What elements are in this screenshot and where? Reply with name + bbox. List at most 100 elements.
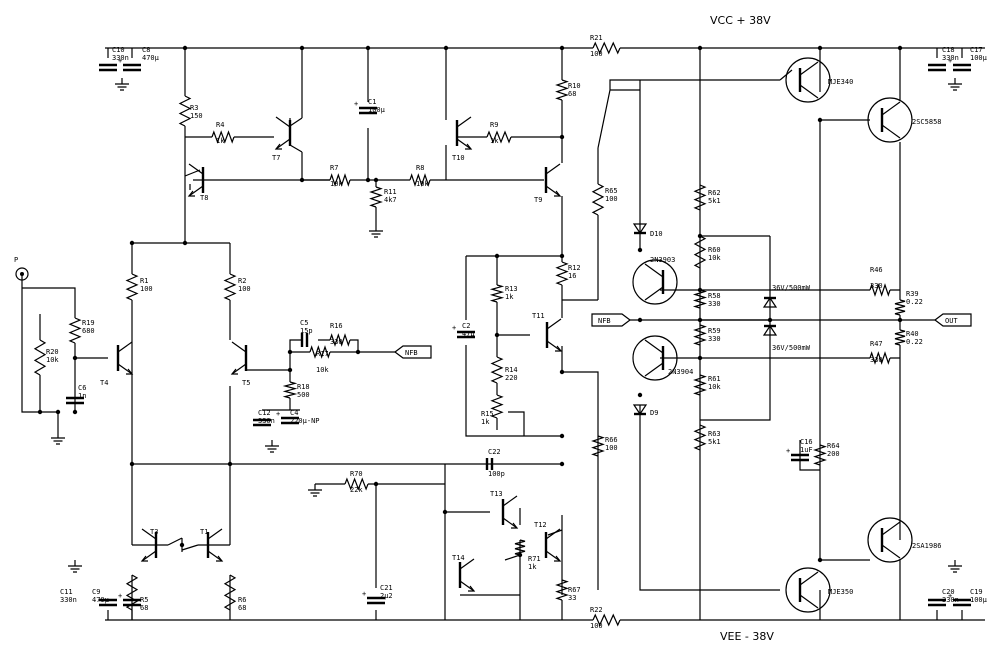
resistor-r59 [693,324,707,346]
resistor-r12-value: 16 [568,272,576,280]
resistor-r4 [211,130,235,144]
polarity-mark: + [948,592,952,600]
junction-dot [697,317,703,323]
junction-dot [355,349,361,355]
resistor-r8 [409,173,431,187]
junction-dot [637,392,643,398]
junction-dot [767,317,773,323]
resistor-r15-name: R15 [481,410,494,418]
capacitor-c2 [457,330,475,339]
resistor-r2-name: R2 [238,277,246,285]
capacitor-c4 [281,416,299,425]
transistor-t7-label: T7 [272,154,280,162]
resistor-r2 [223,273,237,301]
resistor-r22-name: R22 [590,606,603,614]
capacitor-c22-name: C22 [488,448,501,456]
junction-dot [517,552,523,558]
resistor-r63-name: R63 [708,430,721,438]
vcc-label: VCC + 38V [710,14,771,27]
resistor-r6 [223,574,237,611]
junction-dot [182,45,188,51]
junction-dot [227,461,233,467]
wire [131,243,231,340]
polarity-mark: + [118,57,122,65]
resistor-r14-value: 220 [505,374,518,382]
junction-dot [182,240,188,246]
resistor-r71-name: R71 [528,555,541,563]
resistor-r40 [894,329,906,346]
resistor-r7 [329,173,351,187]
resistor-r39-name: R39 [906,290,919,298]
resistor-r63-value: 5k1 [708,438,721,446]
resistor-r58 [692,289,708,309]
resistor-r21 [592,41,621,55]
wire [561,196,599,436]
resistor-r63 [693,424,707,451]
resistor-r15-value: 1k [481,418,490,426]
ground-symbol [948,78,962,91]
resistor-r3 [178,95,192,127]
ground-symbol [265,440,279,453]
transistor-t14 [458,558,476,592]
wire [547,515,563,620]
resistor-r22-value: 100 [590,622,603,630]
resistor-r47-value: 330 [870,356,883,364]
resistor-r66-name: R66 [605,436,618,444]
capacitor-c21-name: C21 [380,584,393,592]
capacitor-c8-name: C8 [142,46,150,54]
resistor-r20-value: 10k [46,356,59,364]
nfb-port-right-label: NFB [598,317,611,325]
capacitor-c17-name: C17 [970,46,983,54]
capacitor-c18-value: 330n [942,54,959,62]
resistor-r66 [591,435,605,457]
resistor-r59-name: R59 [708,327,721,335]
junction-dot [179,542,185,548]
resistor-r8-value: 10k [416,180,429,188]
resistor-r46 [869,283,891,297]
polarity-mark: + [276,410,280,418]
junction-dot [559,45,565,51]
wire [630,319,935,471]
resistor-r64 [813,444,827,466]
resistor-r60-name: R60 [708,246,721,254]
capacitor-c5-value: 15p [300,327,313,335]
nfb-port-left-label: NFB [405,349,418,357]
transistor-t13-label: T13 [490,490,503,498]
capacitor-c21-value: 2µ2 [380,592,393,600]
resistor-r58-value: 330 [708,300,721,308]
wire [562,215,599,301]
transistor-mje340-label: MJE340 [828,78,853,86]
capacitor-c12-name: C12 [258,409,271,417]
capacitor-c16 [791,453,809,462]
diode-d9 [632,404,648,416]
resistor-r5-name: R5 [140,596,148,604]
transistor-a1986 [867,517,913,563]
transistor-t3-label: T3 [150,528,158,536]
wire [262,370,300,411]
polarity-mark: + [786,447,790,455]
ground-symbol [948,560,962,573]
resistor-r2-value: 100 [238,285,251,293]
wire [132,179,528,244]
junction-dot [373,481,379,487]
transistor-mje350 [785,567,831,613]
diode-z2 [762,324,778,336]
transistor-q3903 [632,259,678,305]
transistor-t8 [187,163,205,197]
input-port-label: P [14,256,18,264]
components [15,41,972,627]
resistor-r3-name: R3 [190,104,198,112]
resistor-r70 [344,477,369,491]
capacitor-c11 [99,598,117,607]
capacitor-c5 [300,333,309,347]
resistor-r16 [329,333,351,347]
resistor-r67-value: 33 [568,594,576,602]
transistor-q3904 [632,335,678,381]
capacitor-c4-value: 220µ-NP [290,417,320,425]
capacitor-c11-value: 330n [60,596,77,604]
resistor-r64-name: R64 [827,442,840,450]
wire [460,508,521,620]
resistor-r19-value: 680 [82,327,95,335]
junction-dot [129,240,135,246]
resistor-r65-value: 100 [605,195,618,203]
